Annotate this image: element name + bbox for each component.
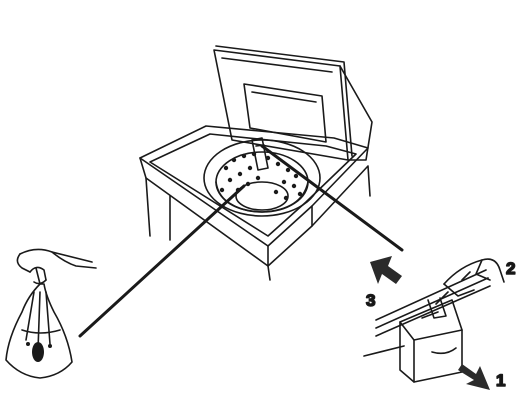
leader-line-filter [262, 146, 402, 250]
case-pointer-line [364, 346, 404, 356]
direction-arrow-icon [370, 256, 402, 284]
lint-filter-bag-icon [6, 284, 72, 378]
step-1-label: 1 [496, 371, 505, 390]
filter-slot [252, 138, 268, 170]
step-3-label: 3 [366, 291, 375, 310]
step-2-label: 2 [506, 259, 515, 278]
step-numbers: 2 3 1 [366, 259, 515, 390]
direction-arrow-icon [458, 364, 490, 390]
filter-removal-detail [364, 256, 504, 390]
hand-icon [17, 249, 96, 284]
bag-lint [26, 342, 52, 362]
filter-case-icon [400, 298, 462, 382]
washing-machine-icon [140, 46, 372, 280]
drum-holes [220, 152, 302, 200]
leader-line-bag [80, 186, 244, 336]
hand-with-lint-bag [6, 249, 96, 378]
